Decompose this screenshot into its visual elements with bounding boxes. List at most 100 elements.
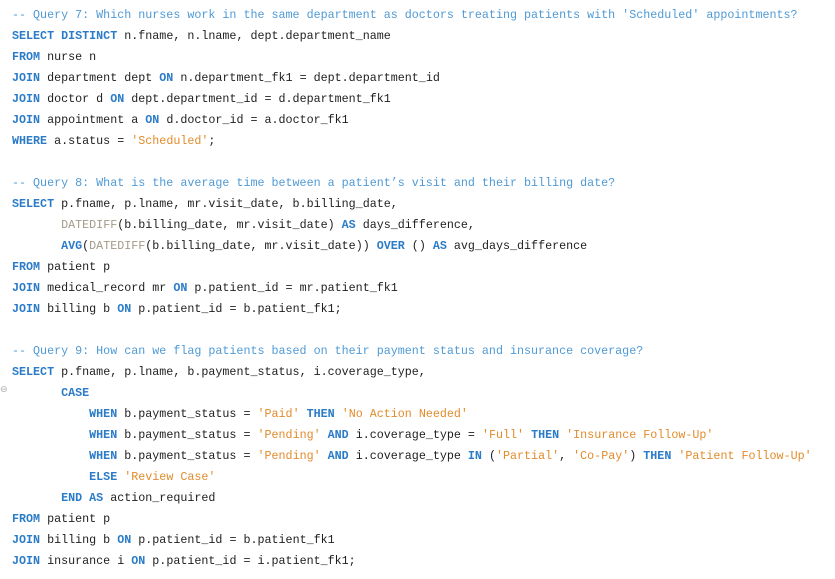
code-line[interactable] — [12, 320, 812, 341]
keyword: ON — [117, 533, 132, 547]
keyword: IN — [467, 449, 482, 463]
code-text — [524, 428, 531, 442]
code-text — [12, 491, 61, 505]
code-text: (b.billing_date, mr.visit_date)) — [145, 239, 377, 253]
keyword: WHEN — [89, 407, 118, 421]
keyword: JOIN — [12, 533, 41, 547]
comment: -- Query 7: Which nurses work in the sam… — [12, 8, 798, 22]
code-line[interactable]: ELSE 'Review Case' — [12, 467, 812, 488]
keyword: END AS — [61, 491, 104, 505]
code-line[interactable]: WHERE a.status = 'Scheduled'; — [12, 131, 812, 152]
code-line[interactable] — [12, 152, 812, 173]
keyword: AS — [341, 218, 356, 232]
code-text: patient p — [40, 512, 111, 526]
keyword: ON — [110, 92, 125, 106]
keyword: THEN — [306, 407, 335, 421]
code-line[interactable]: -- Query 9: How can we flag patients bas… — [12, 341, 812, 362]
code-line[interactable]: JOIN insurance i ON p.patient_id = i.pat… — [12, 551, 812, 572]
code-text: p.patient_id = b.patient_fk1 — [131, 533, 335, 547]
code-text: doctor d — [40, 92, 111, 106]
comment: -- Query 8: What is the average time bet… — [12, 176, 616, 190]
code-text — [12, 470, 89, 484]
code-text — [321, 449, 328, 463]
code-line[interactable]: END AS action_required — [12, 488, 812, 509]
code-line[interactable]: SELECT p.fname, p.lname, b.payment_statu… — [12, 362, 812, 383]
string-literal: 'Pending' — [257, 428, 321, 442]
keyword: WHEN — [89, 449, 118, 463]
code-text: appointment a — [40, 113, 146, 127]
code-text: avg_days_difference — [446, 239, 588, 253]
code-text: days_difference, — [355, 218, 475, 232]
keyword: SELECT DISTINCT — [12, 29, 118, 43]
string-literal: 'Scheduled' — [131, 134, 209, 148]
code-line[interactable]: JOIN appointment a ON d.doctor_id = a.do… — [12, 110, 812, 131]
code-text: billing b — [40, 533, 118, 547]
keyword: ON — [117, 302, 132, 316]
code-line[interactable]: FROM patient p — [12, 257, 812, 278]
code-line[interactable]: WHEN b.payment_status = 'Paid' THEN 'No … — [12, 404, 812, 425]
comment: -- Query 9: How can we flag patients bas… — [12, 344, 644, 358]
code-text: n.department_fk1 = dept.department_id — [173, 71, 440, 85]
code-text — [12, 407, 89, 421]
code-line[interactable]: FROM patient p — [12, 509, 812, 530]
code-text: patient p — [40, 260, 111, 274]
string-literal: 'Co-Pay' — [573, 449, 630, 463]
code-text: ( — [82, 239, 90, 253]
keyword: AS — [432, 239, 447, 253]
keyword: AVG — [61, 239, 83, 253]
string-literal: 'Partial' — [495, 449, 560, 463]
code-line[interactable]: JOIN doctor d ON dept.department_id = d.… — [12, 89, 812, 110]
code-line[interactable]: WHEN b.payment_status = 'Pending' AND i.… — [12, 446, 812, 467]
code-text — [12, 449, 89, 463]
code-text: p.fname, p.lname, mr.visit_date, b.billi… — [54, 197, 398, 211]
keyword: JOIN — [12, 554, 41, 568]
code-text: nurse n — [40, 50, 97, 64]
keyword: FROM — [12, 50, 41, 64]
code-line[interactable]: JOIN billing b ON p.patient_id = b.patie… — [12, 299, 812, 320]
keyword: THEN — [531, 428, 560, 442]
keyword: JOIN — [12, 92, 41, 106]
function-name: DATEDIFF — [89, 239, 146, 253]
code-text — [12, 239, 61, 253]
code-line[interactable]: JOIN billing b ON p.patient_id = b.patie… — [12, 530, 812, 551]
code-text: ) — [629, 449, 644, 463]
keyword: THEN — [643, 449, 672, 463]
string-literal: 'Full' — [481, 428, 525, 442]
keyword: FROM — [12, 260, 41, 274]
keyword: JOIN — [12, 113, 41, 127]
code-text: billing b — [40, 302, 118, 316]
code-line[interactable]: -- Query 7: Which nurses work in the sam… — [12, 5, 812, 26]
code-line[interactable]: WHEN b.payment_status = 'Pending' AND i.… — [12, 425, 812, 446]
code-line[interactable]: FROM nurse n — [12, 47, 812, 68]
code-line[interactable]: SELECT DISTINCT n.fname, n.lname, dept.d… — [12, 26, 812, 47]
code-line[interactable]: JOIN medical_record mr ON p.patient_id =… — [12, 278, 812, 299]
keyword: JOIN — [12, 71, 41, 85]
code-text: p.patient_id = mr.patient_fk1 — [187, 281, 398, 295]
code-text: b.payment_status = — [117, 407, 258, 421]
string-literal: 'Review Case' — [124, 470, 216, 484]
code-text: , — [559, 449, 574, 463]
code-text: b.payment_status = — [117, 449, 258, 463]
keyword: SELECT — [12, 197, 55, 211]
function-name: DATEDIFF — [61, 218, 118, 232]
code-line[interactable]: DATEDIFF(b.billing_date, mr.visit_date) … — [12, 215, 812, 236]
code-text: p.patient_id = i.patient_fk1; — [145, 554, 356, 568]
keyword: FROM — [12, 512, 41, 526]
string-literal: 'Pending' — [257, 449, 321, 463]
code-text: ( — [481, 449, 496, 463]
sql-code-editor[interactable]: -- Query 7: Which nurses work in the sam… — [12, 5, 812, 572]
code-line[interactable]: -- Query 8: What is the average time bet… — [12, 173, 812, 194]
code-line[interactable]: SELECT p.fname, p.lname, mr.visit_date, … — [12, 194, 812, 215]
fold-collapse-icon[interactable]: ⊖ — [0, 385, 8, 395]
code-line[interactable]: JOIN department dept ON n.department_fk1… — [12, 68, 812, 89]
code-line[interactable]: AVG(DATEDIFF(b.billing_date, mr.visit_da… — [12, 236, 812, 257]
code-text — [321, 428, 328, 442]
string-literal: 'Patient Follow-Up' — [678, 449, 812, 463]
code-text: a.status = — [47, 134, 132, 148]
keyword: ON — [159, 71, 174, 85]
string-literal: 'No Action Needed' — [341, 407, 468, 421]
code-text — [12, 218, 61, 232]
keyword: ON — [145, 113, 160, 127]
code-line[interactable]: CASE — [12, 383, 812, 404]
code-text: b.payment_status = — [117, 428, 258, 442]
